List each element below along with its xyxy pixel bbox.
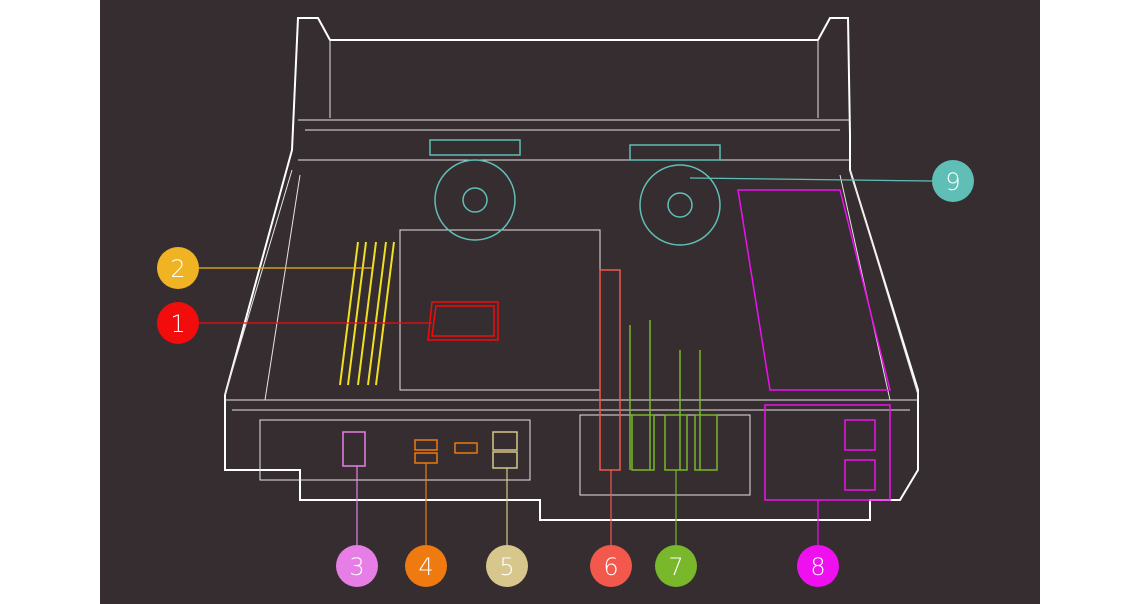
callout-2-memory: 2 bbox=[157, 247, 372, 289]
cpu-socket bbox=[427, 301, 499, 341]
port-3 bbox=[342, 431, 366, 467]
pcie-slots bbox=[629, 320, 718, 471]
callout-number: 9 bbox=[945, 168, 960, 196]
fans bbox=[429, 139, 721, 246]
callout-leader-line bbox=[689, 177, 933, 182]
callout-badge bbox=[655, 545, 697, 587]
callout-9-fans: 9 bbox=[689, 160, 974, 202]
callout-number: 7 bbox=[668, 553, 683, 581]
callout-badge bbox=[157, 247, 199, 289]
power-supply bbox=[737, 189, 891, 501]
usb-ports bbox=[414, 439, 478, 464]
callout-badge bbox=[590, 545, 632, 587]
callout-badge bbox=[486, 545, 528, 587]
fan-right bbox=[639, 164, 721, 246]
callout-badge bbox=[797, 545, 839, 587]
callout-8-power-supply: 8 bbox=[797, 500, 839, 587]
fan-left bbox=[434, 159, 516, 241]
chassis-outline bbox=[224, 17, 919, 521]
callout-6-slot-6: 6 bbox=[590, 470, 632, 587]
callout-badge bbox=[405, 545, 447, 587]
callout-1-cpu: 1 bbox=[157, 302, 432, 344]
callout-number: 1 bbox=[170, 310, 185, 338]
callout-number: 4 bbox=[418, 553, 433, 581]
callout-number: 2 bbox=[170, 255, 185, 283]
callout-badge bbox=[157, 302, 199, 344]
callout-badge bbox=[932, 160, 974, 202]
callout-3-port-3: 3 bbox=[336, 466, 378, 587]
memory-slots bbox=[339, 241, 395, 386]
callout-number: 3 bbox=[349, 553, 364, 581]
callout-7-pcie-slots: 7 bbox=[655, 470, 697, 587]
slot-6 bbox=[599, 269, 621, 471]
callout-number: 8 bbox=[810, 553, 825, 581]
callout-5-lan-ports: 5 bbox=[486, 468, 528, 587]
diagram-canvas bbox=[100, 0, 1040, 604]
callout-badge bbox=[336, 545, 378, 587]
callout-number: 6 bbox=[603, 553, 618, 581]
lan-ports bbox=[492, 431, 518, 469]
callout-4-usb-ports: 4 bbox=[405, 463, 447, 587]
callouts: 1 2 3 4 5 6 7 8 9 bbox=[157, 160, 974, 587]
callout-number: 5 bbox=[499, 553, 514, 581]
